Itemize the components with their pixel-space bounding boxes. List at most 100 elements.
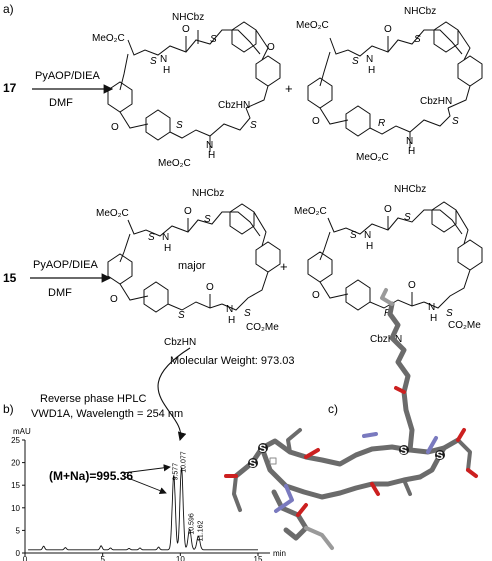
- chromatogram-trace: [28, 467, 258, 551]
- crystal-structure-model: [224, 288, 478, 550]
- oxygen-label: O: [182, 24, 190, 35]
- ester-label: CO₂Me: [448, 320, 481, 331]
- solvent-label: DMF: [48, 287, 72, 299]
- ester-label: MeO₂C: [294, 206, 327, 217]
- reaction-2: 15 PyAOP/DIEA DMF: [3, 259, 112, 299]
- macrocycle-4: [307, 201, 483, 311]
- nitrogen-label: N: [364, 230, 371, 241]
- hplc-title: Reverse phase HPLC: [40, 393, 146, 405]
- plus-sign: +: [280, 259, 288, 274]
- peak-rt-label: 9.577: [173, 463, 180, 481]
- oxygen-label: O: [384, 24, 392, 35]
- hydrogen-label: H: [430, 313, 437, 324]
- y-tick-label: 25: [11, 436, 20, 445]
- annotation-pointer: [122, 475, 167, 495]
- oxygen-label: O: [267, 42, 275, 53]
- hydrogen-label: H: [228, 315, 235, 326]
- stereo-s-label: S: [259, 443, 266, 455]
- nhcbz-label: NHCbz: [404, 6, 436, 17]
- nhcbz-label: NHCbz: [394, 184, 426, 195]
- ester-label: CO₂Me: [246, 322, 279, 333]
- ester-label: MeO₂C: [356, 152, 389, 163]
- macrocycle-4-labels: MeO₂C NHCbz S S N H O O O R S N H CO₂Me …: [294, 184, 481, 345]
- nitrogen-label: N: [226, 304, 233, 315]
- ester-label: MeO₂C: [296, 20, 329, 31]
- reagent-label: PyAOP/DIEA: [33, 259, 98, 271]
- hplc-detector: VWD1A, Wavelength = 254 nm: [31, 408, 183, 420]
- ester-label: MeO₂C: [96, 208, 129, 219]
- hydrogen-label: H: [368, 65, 375, 76]
- ester-label: MeO₂C: [158, 158, 191, 169]
- stereo-s-label: S: [249, 458, 256, 470]
- oxygen-label: O: [312, 116, 320, 127]
- annotation-pointer: [122, 464, 171, 474]
- nitrogen-label: N: [160, 54, 167, 65]
- x-tick-label: 10: [176, 555, 185, 561]
- stereo-s-label: S: [350, 230, 357, 241]
- reaction-1: 17 PyAOP/DIEA DMF: [3, 70, 114, 109]
- oxygen-label: O: [408, 280, 416, 291]
- peak-rt-label: 10.077: [181, 451, 188, 473]
- x-tick-label: 0: [23, 555, 28, 561]
- panel-c-label: c): [328, 402, 338, 416]
- macrocycle-1-labels: MeO₂C NHCbz S S N H O O O CbzHN S S N H …: [92, 12, 275, 169]
- cbzhn-label: CbzHN: [420, 96, 452, 107]
- hydrogen-label: H: [408, 146, 415, 157]
- peak-rt-label: 10.596: [189, 513, 196, 535]
- stereo-s-label: S: [414, 34, 421, 45]
- x-axis-unit: min: [273, 549, 286, 558]
- nitrogen-label: N: [428, 302, 435, 313]
- hydrogen-label: H: [163, 65, 170, 76]
- stereo-s-label: S: [176, 120, 183, 131]
- x-tick-label: 15: [254, 555, 263, 561]
- stereo-s-label: S: [452, 116, 459, 127]
- macrocycle-2-labels: MeO₂C NHCbz S S N H O CbzHN R S N H MeO₂…: [296, 6, 459, 163]
- macrocycle-3: [107, 203, 281, 313]
- macrocycle-2: [307, 21, 483, 148]
- crystal-structure-stereo-labels: S S S S: [249, 443, 443, 470]
- oxygen-label: O: [184, 206, 192, 217]
- stereo-s-label: S: [204, 214, 211, 225]
- y-tick-label: 15: [11, 481, 20, 490]
- molecular-weight: Molecular Weight: 973.03: [170, 355, 295, 367]
- stereo-s-label: S: [244, 308, 251, 319]
- stereo-r-label: R: [378, 118, 385, 129]
- reactant-15-label: 15: [3, 271, 17, 285]
- nhcbz-label: NHCbz: [172, 12, 204, 23]
- stereo-s-label: S: [210, 34, 217, 45]
- stereo-s-label: S: [400, 445, 407, 457]
- nhcbz-label: NHCbz: [192, 188, 224, 199]
- oxygen-label: O: [110, 294, 118, 305]
- solvent-label: DMF: [49, 97, 73, 109]
- reagent-label: PyAOP/DIEA: [35, 70, 100, 82]
- stereo-s-label: S: [150, 56, 157, 67]
- oxygen-label: O: [312, 290, 320, 301]
- y-tick-label: 5: [16, 526, 21, 535]
- major-label: major: [178, 260, 206, 272]
- hydrogen-label: H: [366, 241, 373, 252]
- stereo-s-label: S: [446, 308, 453, 319]
- stereo-s-label: S: [436, 450, 443, 462]
- plus-sign: +: [285, 81, 293, 96]
- link-arrow: [157, 347, 191, 442]
- panel-a-label: a): [3, 2, 14, 16]
- cbzhn-label: CbzHN: [218, 100, 250, 111]
- oxygen-label: O: [206, 282, 214, 293]
- y-tick-label: 0: [16, 549, 21, 558]
- x-tick-label: 5: [100, 555, 105, 561]
- hydrogen-label: H: [164, 243, 171, 254]
- nitrogen-label: N: [162, 232, 169, 243]
- stereo-s-label: S: [404, 212, 411, 223]
- stereo-s-label: S: [178, 310, 185, 321]
- nitrogen-label: N: [366, 54, 373, 65]
- cbzhn-label: CbzHN: [164, 337, 196, 348]
- stereo-s-label: S: [250, 120, 257, 131]
- y-tick-label: 10: [11, 504, 20, 513]
- panel-b-label: b): [3, 402, 14, 416]
- macrocycle-3-labels: MeO₂C NHCbz S S N H O major O O S S N H …: [96, 188, 295, 367]
- peak-rt-label: 11.162: [197, 520, 204, 541]
- oxygen-label: O: [111, 122, 119, 133]
- oxygen-label: O: [384, 204, 392, 215]
